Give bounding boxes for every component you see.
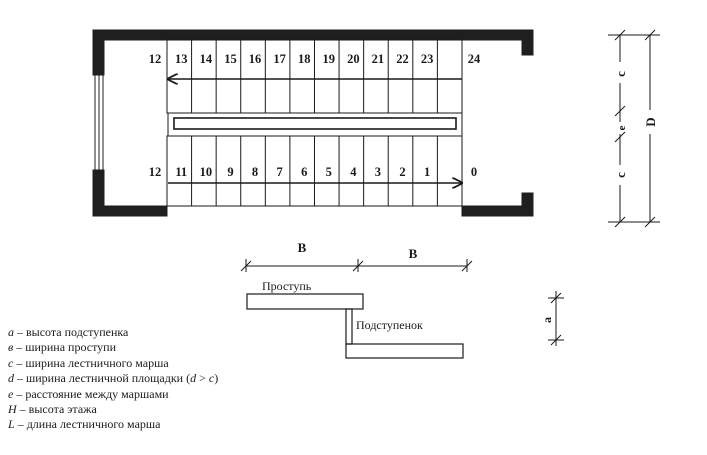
top-step-number: 22 [396,52,409,66]
dim-a: a [540,317,554,323]
top-step-number: 23 [421,52,434,66]
top-step-number: 17 [273,52,286,66]
bottom-wall [92,205,168,217]
stair-plan [92,29,534,217]
legend-text: – ширина проступи [13,340,117,355]
step-lines [191,40,438,206]
dim-e: e [616,125,628,130]
dim-D: D [643,117,658,126]
top-step-number: 21 [372,52,385,66]
top-step-number: 16 [249,52,262,66]
bottom-step-number: 4 [350,165,357,179]
bottom-step-number: 12 [149,165,162,179]
walk-arrows [168,79,462,183]
dim-B-right: B [409,246,418,261]
legend-row-e: e – расстояние между маршами [8,387,218,402]
bottom-step-number: 2 [399,165,405,179]
bottom-step-number: 7 [276,165,282,179]
legend-text: – ширина лестничной площадки ( [14,371,191,386]
window [94,74,104,171]
top-step-number: 15 [224,52,237,66]
bottom-step-number: 8 [252,165,258,179]
legend-condition-op: > [196,371,209,386]
legend-row-b: в – ширина проступи [8,340,218,355]
legend-row-d: d – ширина лестничной площадки (d > c) [8,371,218,386]
tread-dimension [240,259,473,272]
legend-row-a: a – высота подступенка [8,325,218,340]
legend-text: – ширина лестничного марша [13,355,169,370]
legend-condition-rhs: c [208,371,215,386]
bottom-step-number: 3 [375,165,381,179]
legend-row-c: c – ширина лестничного марша [8,356,218,371]
bottom-step-number: 10 [200,165,213,179]
dim-c-bottom: c [613,172,628,178]
legend: a – высота подступенка в – ширина просту… [8,325,218,433]
top-step-number: 18 [298,52,311,66]
upper-tread [246,293,364,310]
bottom-step-number: 6 [301,165,307,179]
bottom-step-number: 0 [471,165,477,179]
legend-symbol: c [8,355,14,370]
legend-symbol: e [8,386,14,401]
riser-dimension [548,291,564,346]
legend-symbol: в [8,340,14,355]
top-step-number: 13 [175,52,188,66]
bottom-step-number: 9 [227,165,233,179]
legend-symbol: d [8,371,14,386]
tread-label: Проступь [262,279,312,293]
top-step-number: 19 [323,52,336,66]
lower-tread [345,343,464,359]
legend-symbol: a [8,325,14,339]
legend-text: – длина лестничного марша [14,417,161,432]
bottom-step-number: 1 [424,165,430,179]
top-wall [92,29,534,41]
legend-row-H: H – высота этажа [8,402,218,417]
bottom-step-number: 11 [175,165,187,179]
legend-text: – высота этажа [16,402,97,417]
top-step-numbers: 12 13 14 15 16 17 18 19 20 21 22 23 24 [149,52,481,66]
legend-condition-close: ) [214,371,219,386]
top-step-number: 14 [200,52,213,66]
legend-symbol: H [8,402,17,417]
handrail [167,112,463,137]
legend-row-L: L – длина лестничного марша [8,417,218,432]
riser [345,308,353,345]
top-step-number: 12 [149,52,162,66]
right-wall-upper [521,29,534,56]
legend-text: – высота подступенка [14,325,129,339]
legend-symbol: L [8,417,15,432]
right-wall-lower [521,192,534,217]
dim-c-top: c [613,71,628,77]
legend-text: – расстояние между маршами [13,386,169,401]
vertical-dimensions [608,29,660,228]
legend-condition-lhs: d [190,371,197,386]
step-section [246,293,464,359]
top-step-number: 24 [468,52,481,66]
dim-B-left: B [298,240,307,255]
top-step-number: 20 [347,52,360,66]
left-wall-upper [92,29,105,76]
bottom-step-number: 5 [326,165,332,179]
riser-label: Подступенок [356,318,423,332]
